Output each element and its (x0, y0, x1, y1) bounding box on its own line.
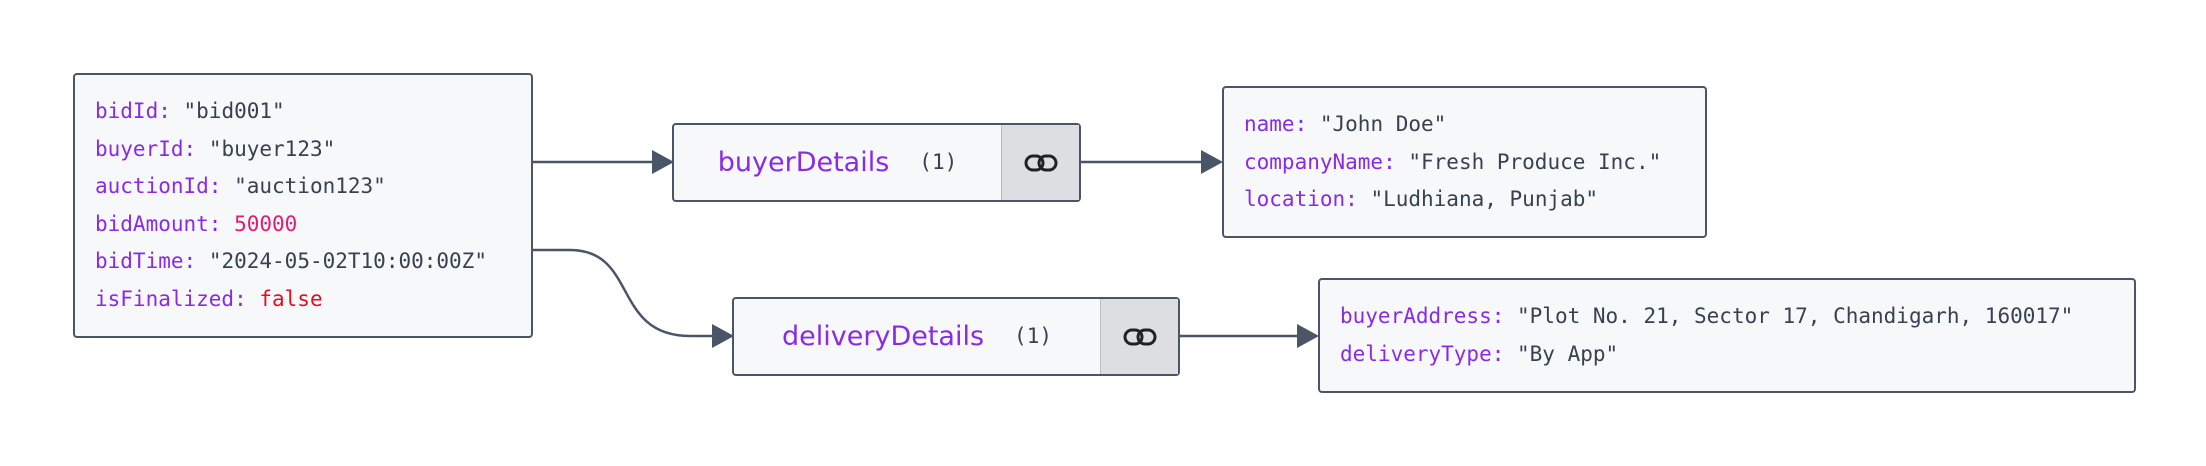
field-row: companyName: "Fresh Produce Inc." (1244, 144, 1685, 182)
field-value: "John Doe" (1319, 112, 1447, 136)
field-key: bidTime (95, 249, 184, 273)
field-value: "buyer123" (208, 136, 336, 161)
field-key: buyerId (95, 136, 184, 161)
field-value: "Fresh Produce Inc." (1408, 149, 1662, 174)
arrowhead-root-buyerDetails (652, 150, 674, 174)
deliveryDetails-link-button[interactable] (1100, 299, 1178, 374)
field-key: buyerAddress (1340, 304, 1492, 328)
field-value: "Plot No. 21, Sector 17, Chandigarh, 160… (1517, 304, 2074, 328)
field-value: "Ludhiana, Punjab" (1370, 187, 1599, 211)
deliveryDetails-count: (1) (1014, 323, 1052, 348)
root-object-node[interactable]: bidId: "bid001"buyerId: "buyer123"auctio… (73, 73, 533, 338)
field-row: isFinalized: false (95, 281, 511, 319)
field-colon: : (183, 249, 209, 273)
field-colon: : (1345, 187, 1371, 211)
field-colon: : (234, 286, 260, 311)
field-colon: : (1491, 304, 1518, 328)
field-value: "By App" (1517, 341, 1619, 366)
arrowhead-buyerDetails-buyer (1201, 150, 1223, 174)
arrowhead-root-deliveryDetails (712, 324, 734, 348)
buyerDetails-count: (1) (919, 149, 958, 174)
field-value: "auction123" (234, 174, 386, 198)
field-colon: : (1383, 149, 1409, 174)
buyerDetails-link-button[interactable] (1001, 125, 1079, 200)
deliveryDetails-label: deliveryDetails (782, 320, 985, 352)
field-colon: : (1491, 341, 1518, 366)
field-key: deliveryType (1340, 341, 1492, 366)
field-key: companyName (1244, 149, 1384, 174)
delivery-object-node[interactable]: buyerAddress: "Plot No. 21, Sector 17, C… (1318, 278, 2136, 393)
field-row: bidTime: "2024-05-02T10:00:00Z" (95, 243, 511, 281)
field-value: 50000 (234, 211, 298, 236)
arrowhead-deliveryDetails-delivery (1297, 324, 1319, 348)
field-key: name (1244, 112, 1295, 136)
field-row: buyerId: "buyer123" (95, 131, 511, 169)
field-key: bidId (95, 99, 159, 123)
field-row: bidAmount: 50000 (95, 206, 511, 244)
buyerDetails-label: buyerDetails (717, 146, 890, 178)
field-key: bidAmount (95, 211, 209, 236)
buyer-object-node[interactable]: name: "John Doe"companyName: "Fresh Prod… (1222, 86, 1707, 238)
deliveryDetails-node[interactable]: deliveryDetails (1) (732, 297, 1180, 376)
field-row: auctionId: "auction123" (95, 168, 511, 206)
field-key: location (1244, 187, 1346, 211)
field-value: "bid001" (183, 99, 285, 123)
field-row: location: "Ludhiana, Punjab" (1244, 181, 1685, 219)
field-row: buyerAddress: "Plot No. 21, Sector 17, C… (1340, 298, 2114, 336)
link-icon (1123, 328, 1156, 345)
field-value: "2024-05-02T10:00:00Z" (208, 249, 487, 273)
field-colon: : (208, 211, 235, 236)
field-row: bidId: "bid001" (95, 93, 511, 131)
field-row: name: "John Doe" (1244, 106, 1685, 144)
field-value: false (259, 286, 323, 311)
field-colon: : (183, 136, 209, 161)
buyerDetails-node[interactable]: buyerDetails (1) (672, 123, 1081, 202)
field-row: deliveryType: "By App" (1340, 336, 2114, 374)
field-key: isFinalized (95, 286, 235, 311)
field-key: auctionId (95, 174, 209, 198)
field-colon: : (1294, 112, 1320, 136)
link-icon (1024, 154, 1057, 171)
field-colon: : (208, 174, 235, 198)
field-colon: : (158, 99, 184, 123)
edge-root-deliveryDetails (532, 248, 713, 338)
